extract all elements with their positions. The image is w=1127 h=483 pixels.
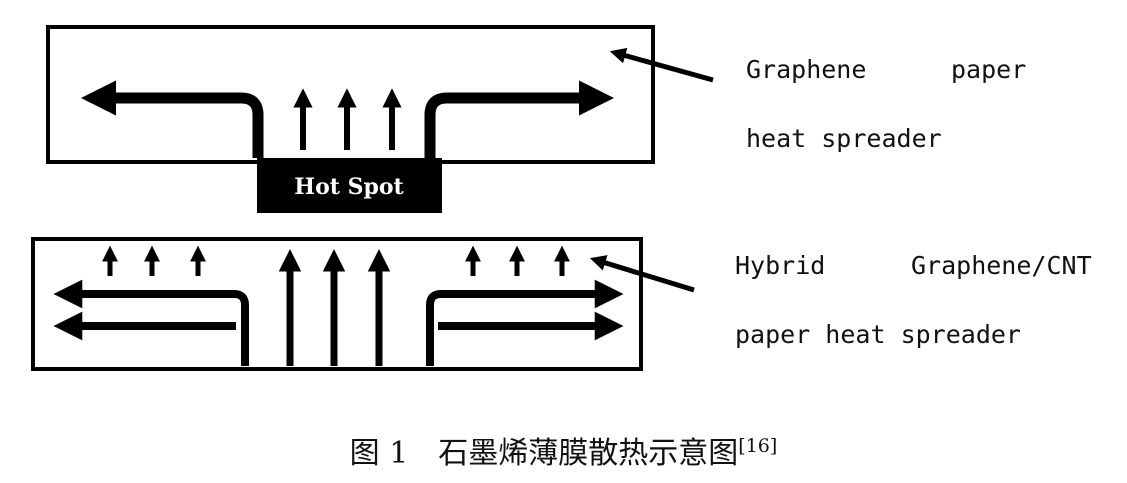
hot-spot-rect	[257, 158, 442, 213]
bottom-left-flow-arrow-upper	[53, 279, 249, 366]
hot-spot-label: Hot Spot	[294, 174, 404, 200]
bottom-label-line1-a: Hybrid	[735, 251, 826, 280]
bottom-spreader-box	[31, 237, 643, 371]
hot-spot-block: Hot Spot	[257, 158, 442, 213]
bottom-right-flow-arrow-upper	[426, 279, 624, 366]
bottom-label-line2: paper heat spreader	[735, 320, 1021, 349]
top-pointer-arrow	[609, 47, 714, 83]
bottom-label-line1-b: Graphene/CNT	[911, 251, 1092, 280]
graphene-paper-panel	[46, 25, 714, 164]
figure-caption-ref: [16]	[738, 435, 778, 457]
bottom-pointer-arrow	[589, 255, 695, 293]
top-left-flow-arrow	[80, 80, 264, 158]
top-label-line2: heat spreader	[746, 124, 942, 153]
hybrid-panel	[31, 237, 695, 371]
top-label-line1-a: Graphene	[746, 55, 867, 84]
top-right-flow-arrow	[424, 80, 615, 158]
top-label-line1-b: paper	[951, 55, 1027, 84]
figure-caption-text: 图 1 石墨烯薄膜散热示意图	[349, 436, 739, 471]
figure-caption: 图 1 石墨烯薄膜散热示意图[16]	[0, 428, 1127, 472]
